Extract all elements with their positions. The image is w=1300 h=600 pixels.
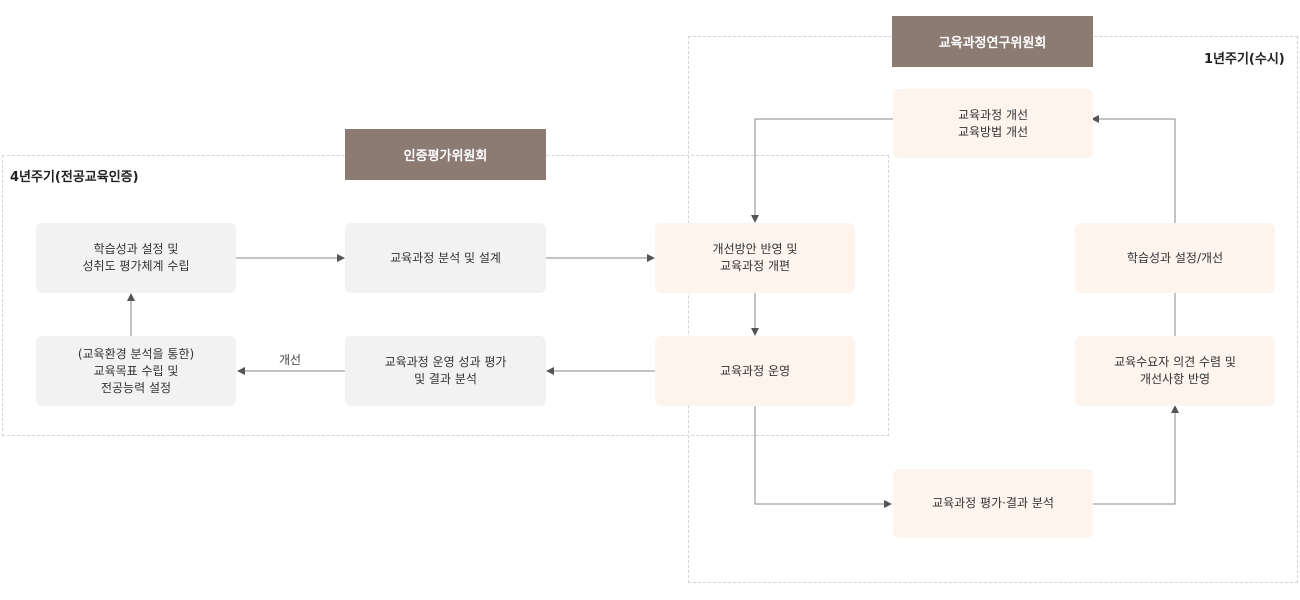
arrow-operation-to-eval-analysis — [754, 405, 892, 508]
node-goal-setting-line-2: 교육목표 수립 및 — [93, 363, 179, 378]
certification-committee-header: 인증평가위원회 — [345, 129, 546, 180]
one-year-cycle-label: 1년주기(수시) — [1204, 52, 1285, 67]
node-reflect-reorganize-line-2: 교육과정 개편 — [719, 259, 791, 273]
node-outcome-setting: 학습성과 설정 및 성취도 평가체계 수립 — [36, 223, 236, 293]
curriculum-research-committee-header: 교육과정연구위원회 — [892, 16, 1093, 67]
node-demand-reflect-line-1: 교육수요자 의견 수렴 및 — [1114, 355, 1236, 369]
node-outcome-setting-line-2: 성취도 평가체계 수립 — [82, 259, 190, 273]
node-operation-line-1: 교육과정 운영 — [719, 363, 791, 378]
node-analysis-design-line-1: 교육과정 분석 및 설계 — [390, 250, 501, 265]
arrow-improve-to-reflect — [751, 118, 893, 223]
node-outcome-improve-line-1: 학습성과 설정/개선 — [1126, 250, 1224, 265]
improvement-edge-label: 개선 — [279, 353, 302, 367]
node-goal-setting-line-1: (교육환경 분석을 통한) — [77, 346, 195, 361]
node-curriculum-improve-line-2: 교육방법 개선 — [957, 124, 1029, 139]
node-goal-setting: (교육환경 분석을 통한) 교육목표 수립 및 전공능력 설정 — [36, 336, 236, 406]
node-operation-evaluation-line-1: 교육과정 운영 성과 평가 — [384, 355, 507, 369]
node-evaluation-analysis: 교육과정 평가·결과 분석 — [893, 469, 1093, 538]
node-demand-reflect: 교육수요자 의견 수렴 및 개선사항 반영 — [1075, 336, 1275, 406]
node-curriculum-improve: 교육과정 개선 교육방법 개선 — [893, 89, 1093, 158]
node-goal-setting-line-3: 전공능력 설정 — [100, 380, 172, 395]
node-analysis-design: 교육과정 분석 및 설계 — [345, 223, 546, 293]
node-curriculum-improve-line-1: 교육과정 개선 — [957, 107, 1029, 122]
node-outcome-improve: 학습성과 설정/개선 — [1075, 223, 1275, 293]
arrow-outcome-improve-to-improve — [1091, 115, 1176, 223]
node-operation-evaluation-line-2: 및 결과 분석 — [414, 372, 477, 386]
node-operation: 교육과정 운영 — [655, 336, 855, 406]
four-year-cycle-label: 4년주기(전공교육인증) — [10, 170, 139, 185]
node-demand-reflect-line-2: 개선사항 반영 — [1139, 372, 1211, 386]
node-evaluation-analysis-line-1: 교육과정 평가·결과 분석 — [932, 496, 1054, 510]
arrow-eval-analysis-to-demand — [1093, 405, 1179, 505]
node-reflect-reorganize: 개선방안 반영 및 교육과정 개편 — [655, 223, 855, 293]
node-reflect-reorganize-line-1: 개선방안 반영 및 — [712, 242, 798, 256]
node-outcome-setting-line-1: 학습성과 설정 및 — [93, 242, 179, 256]
node-operation-evaluation: 교육과정 운영 성과 평가 및 결과 분석 — [345, 336, 546, 406]
